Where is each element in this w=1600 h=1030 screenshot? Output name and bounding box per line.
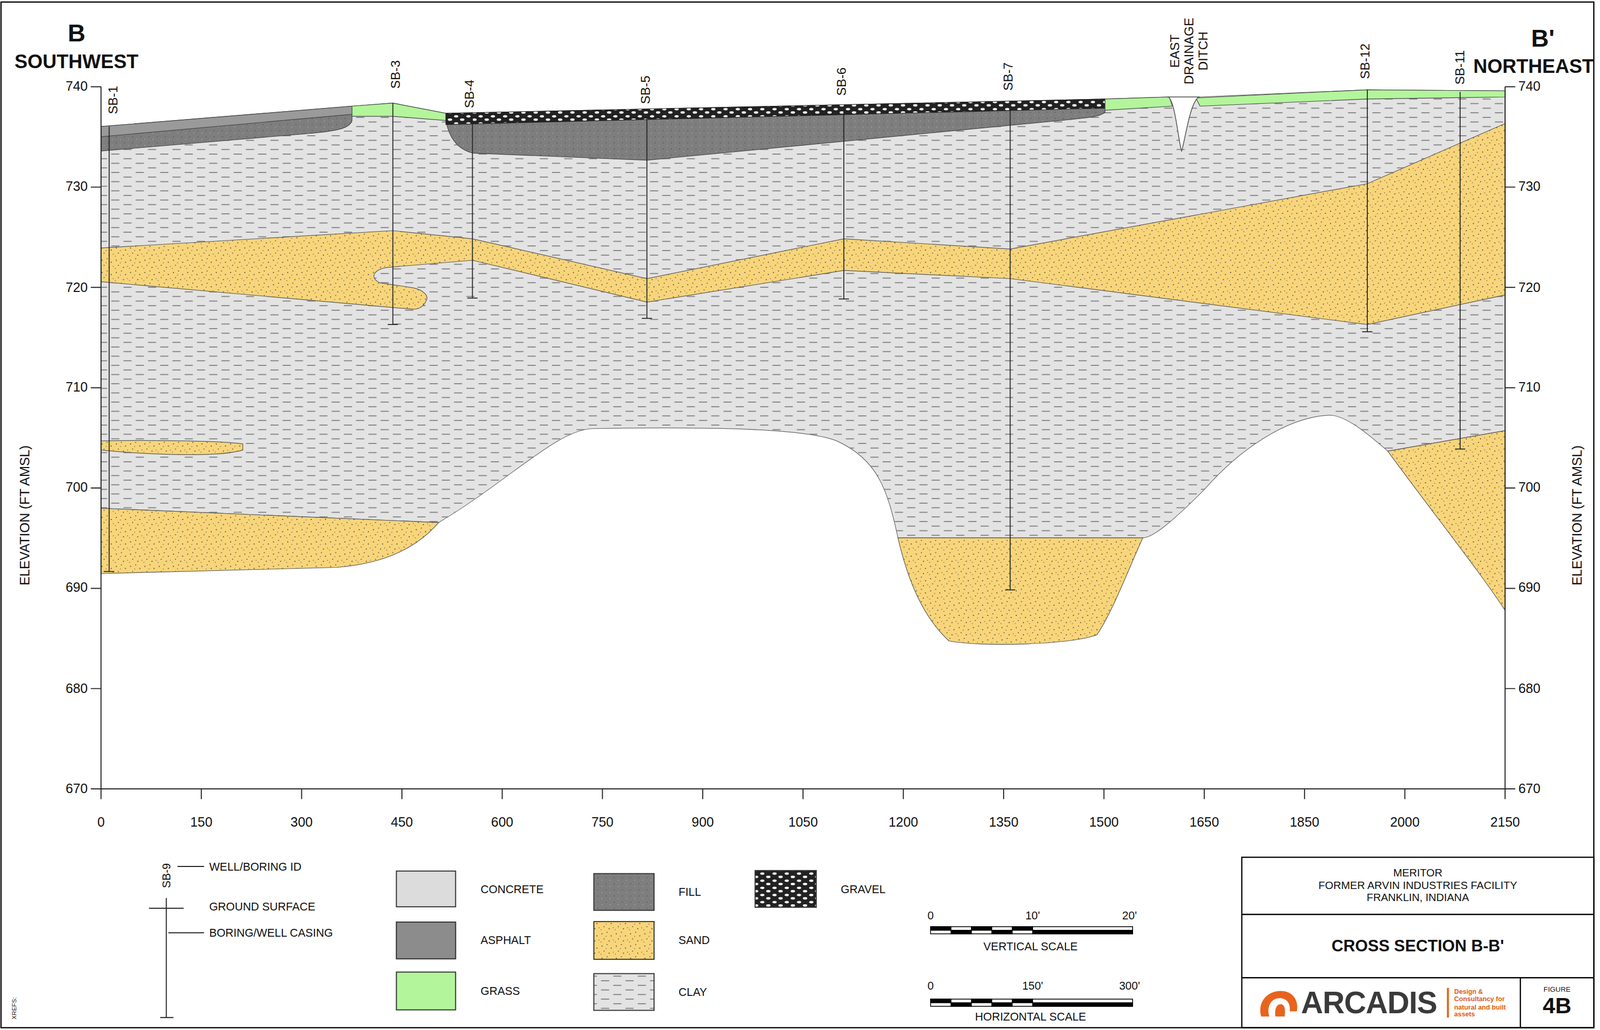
xref-note: XREFS:: [11, 997, 18, 1020]
ditch-label: EAST DRAINAGE DITCH: [1168, 9, 1211, 92]
distance-tick: 1500: [1089, 814, 1119, 830]
elevation-tick: 700: [65, 480, 88, 496]
elevation-tick: 680: [65, 681, 88, 696]
distance-tick: 450: [390, 814, 413, 830]
elevation-tick: 670: [1518, 781, 1541, 797]
elevation-tick: 730: [65, 179, 88, 195]
legend-swatch: [395, 971, 456, 1011]
distance-tick: 2150: [1490, 814, 1520, 830]
boring-id: SB-11: [1454, 50, 1469, 85]
elevation-tick: 690: [65, 580, 88, 596]
elevation-tick: 730: [1518, 179, 1541, 195]
node-heading: FIGURE: [1543, 985, 1571, 994]
elevation-tick: 740: [65, 79, 88, 95]
distance-tick: 0: [97, 814, 105, 830]
distance-tick: 750: [591, 814, 614, 830]
node-heading: ARCADIS: [1300, 985, 1437, 1020]
figure-cell: FIGURE4B: [1520, 977, 1594, 1028]
legend-label: CONCRETE: [480, 882, 544, 896]
legend-label: GRAVEL: [840, 882, 886, 896]
elevation-tick: 690: [1518, 580, 1541, 596]
distance-tick: 300: [290, 814, 313, 830]
title-cell: MERITORFORMER ARVIN INDUSTRIES FACILITYF…: [1241, 856, 1594, 914]
node-text: Design & Consultancy for natural and bui…: [1446, 987, 1521, 1018]
distance-tick: 1850: [1289, 814, 1320, 830]
scale-value: 0: [927, 979, 934, 993]
elevation-tick: 720: [65, 279, 88, 295]
section-letter: B: [67, 20, 86, 48]
direction-label: SOUTHWEST: [14, 51, 139, 73]
elevation-tick: 720: [1518, 279, 1541, 295]
scale-value: 10': [1025, 909, 1040, 922]
scale-title: HORIZONTAL SCALE: [975, 1009, 1087, 1023]
direction-label: NORTHEAST: [1473, 56, 1594, 79]
boring-id: SB-4: [463, 79, 478, 108]
distance-tick: 1050: [788, 814, 818, 830]
elevation-tick: 670: [65, 781, 88, 797]
node-text: FRANKLIN, INDIANA: [1366, 891, 1469, 904]
boring-id: SB-6: [835, 67, 851, 96]
distance-tick: 900: [691, 814, 714, 830]
axis-title: ELEVATION (FT AMSL): [1570, 445, 1585, 586]
scale-value: 300': [1118, 979, 1140, 993]
legend-label: GRASS: [480, 984, 520, 998]
boring-id: SB-12: [1359, 43, 1374, 80]
legend-note: BORING/WELL CASING: [209, 926, 333, 940]
boring-id: SB-5: [639, 75, 655, 104]
legend-swatch: [395, 921, 456, 960]
title-cell: CROSS SECTION B-B': [1241, 914, 1594, 978]
boring-id: SB-9: [160, 863, 173, 889]
logo-cell: ARCADIS Design & Consultancy for natural …: [1241, 977, 1521, 1028]
elevation-tick: 700: [1518, 480, 1541, 496]
legend-swatch: [395, 870, 456, 908]
elevation-tick: 680: [1518, 681, 1541, 696]
elevation-tick: 710: [65, 380, 88, 396]
distance-tick: 1650: [1189, 814, 1219, 830]
node-heading: CROSS SECTION B-B': [1331, 936, 1505, 955]
legend-note: WELL/BORING ID: [209, 860, 302, 873]
legend-label: CLAY: [678, 985, 707, 999]
scale-title: VERTICAL SCALE: [983, 939, 1079, 953]
node-text: FORMER ARVIN INDUSTRIES FACILITY: [1318, 879, 1518, 892]
elevation-tick: 710: [1518, 380, 1541, 396]
boring-id: SB-7: [1002, 62, 1017, 91]
axis-title: ELEVATION (FT AMSL): [18, 445, 34, 586]
legend-label: ASPHALT: [480, 933, 531, 946]
node-heading: MERITOR: [1392, 867, 1443, 880]
distance-tick: 600: [491, 814, 514, 830]
legend-note: GROUND SURFACE: [209, 899, 315, 913]
scale-value: 0: [927, 909, 934, 922]
distance-tick: 1350: [988, 814, 1019, 830]
boring-id: SB-3: [389, 60, 405, 89]
distance-tick: 150: [190, 814, 213, 830]
boring-id: SB-1: [107, 85, 122, 115]
legend-label: FILL: [678, 885, 702, 899]
distance-tick: 1200: [888, 814, 919, 830]
scale-value: 150': [1021, 979, 1043, 993]
distance-tick: 2000: [1389, 814, 1420, 830]
legend-label: SAND: [678, 933, 711, 946]
section-letter: B': [1530, 25, 1555, 52]
scale-value: 20': [1122, 909, 1137, 922]
elevation-tick: 740: [1518, 79, 1541, 95]
node-text: 4B: [1542, 994, 1572, 1020]
